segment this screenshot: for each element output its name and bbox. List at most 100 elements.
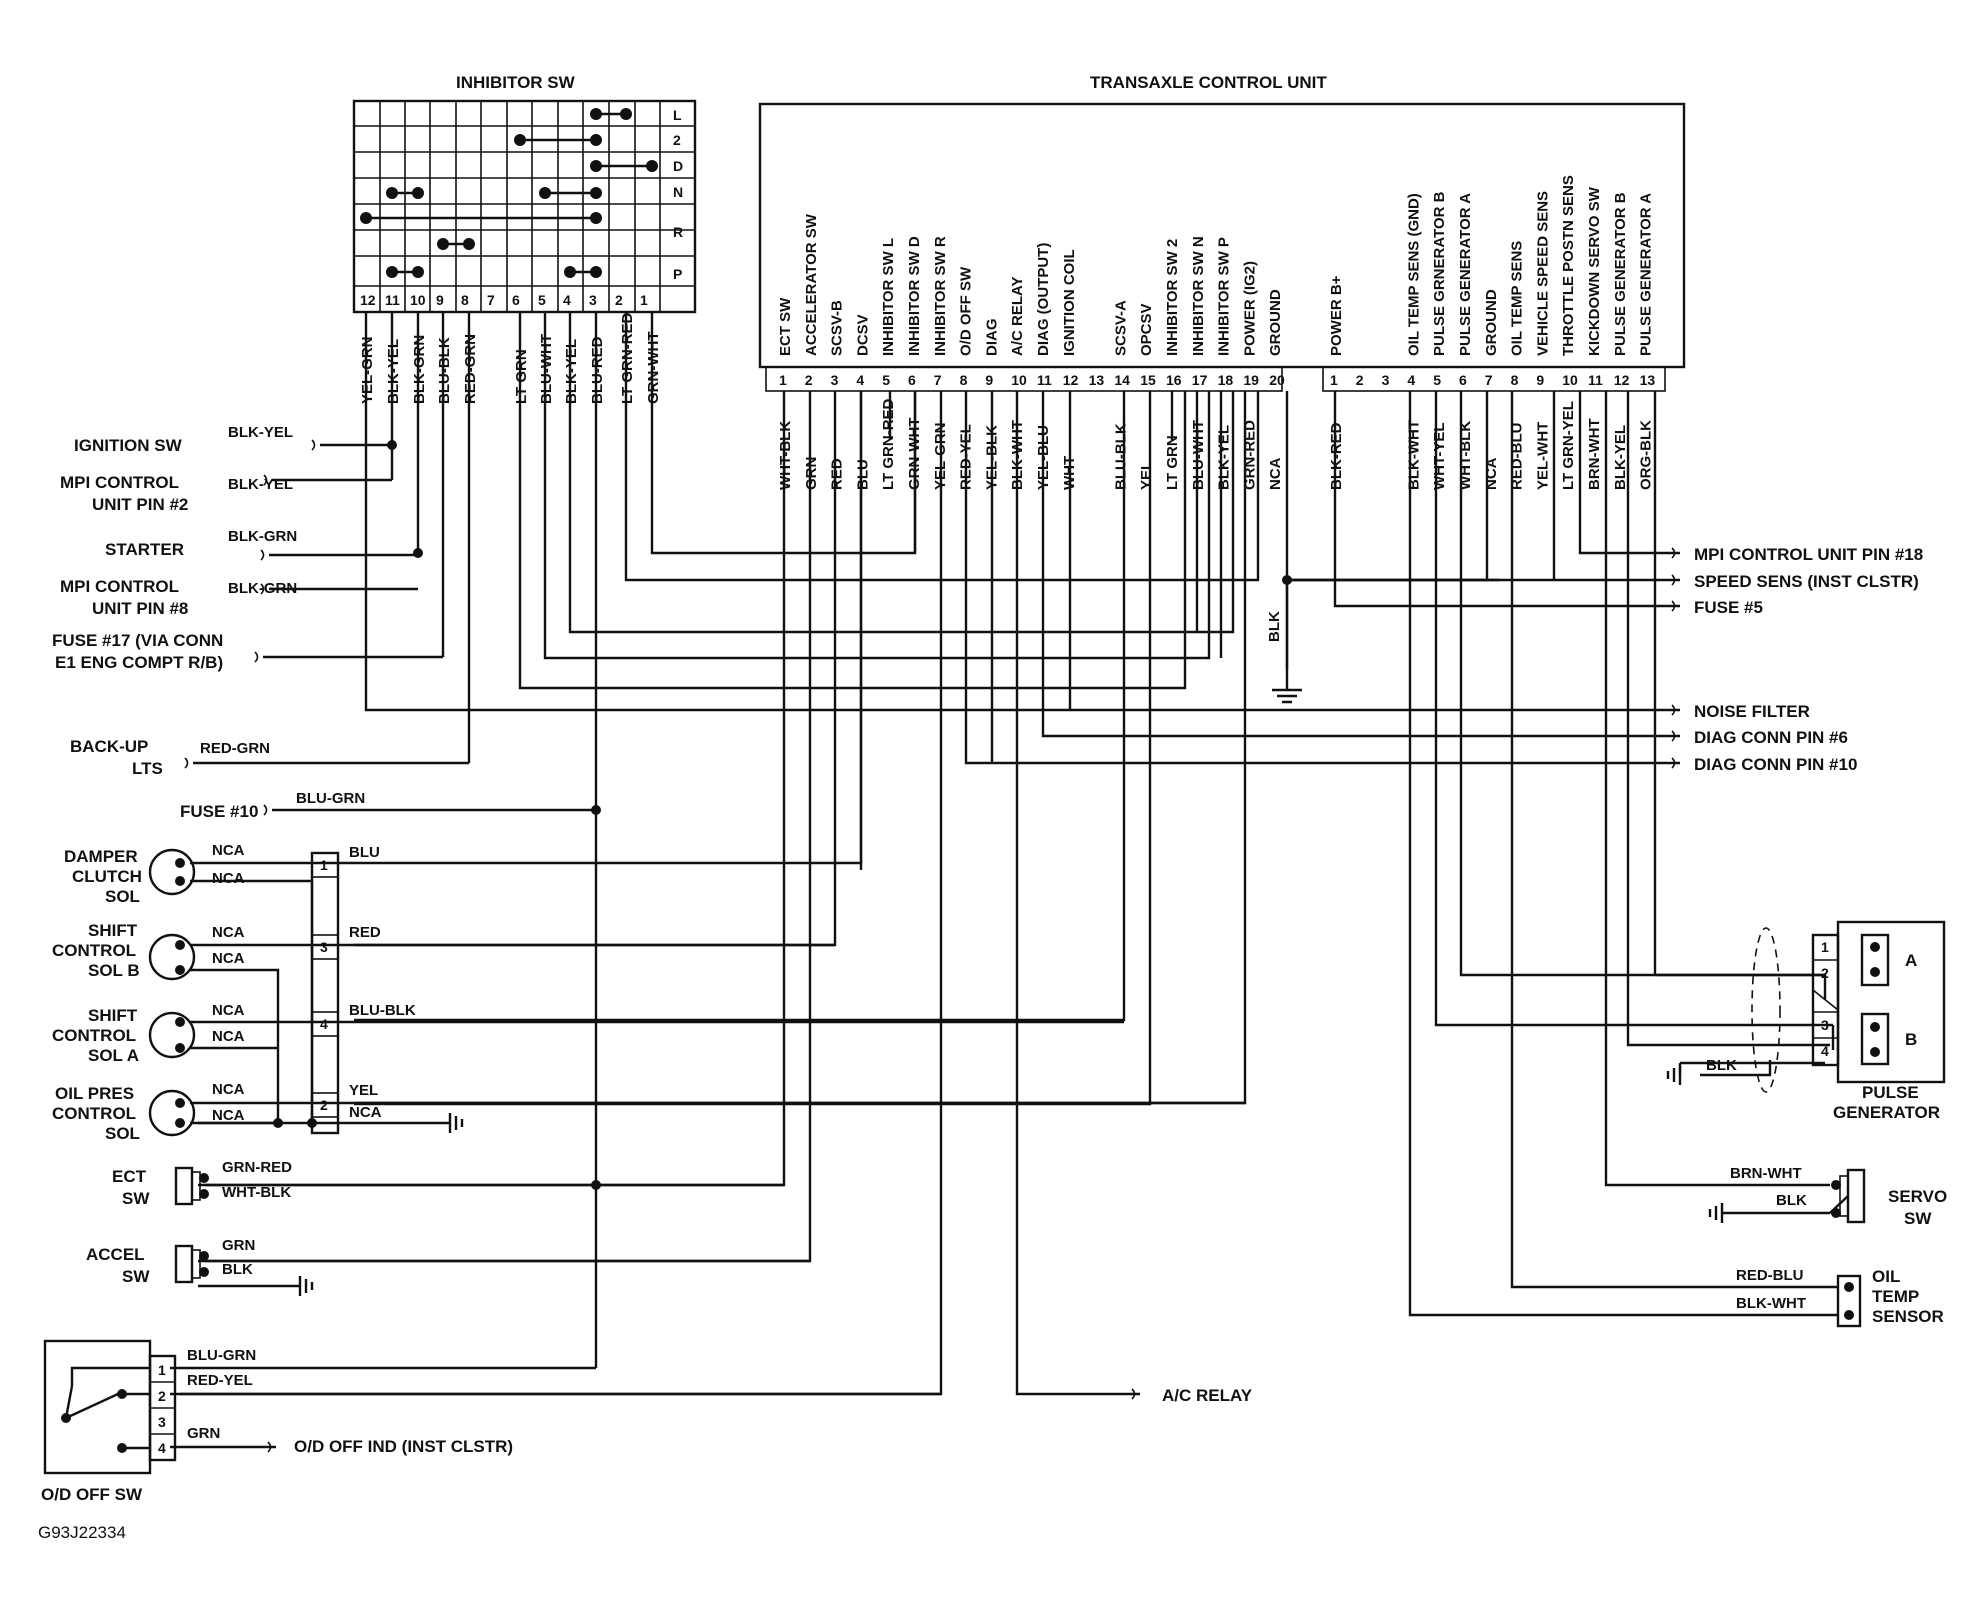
tcu-wire-label: WHT-BLK [777, 421, 794, 490]
od-pin-2: 2 [158, 1388, 166, 1404]
tcu-pin-1: 1 [779, 372, 787, 388]
ect-line1: ECT [112, 1167, 147, 1186]
inhibitor-wire-label: BLU-WHT [538, 334, 555, 404]
inhibitor-pin-1: 1 [640, 292, 648, 308]
damper-line3: SOL [105, 887, 140, 906]
pg-blk: BLK [1706, 1057, 1737, 1074]
oil-temp-sensor: OIL TEMP SENSOR RED-BLU BLK-WHT [1736, 1267, 1944, 1328]
tcu-wire-label: WHT-BLK [1457, 421, 1474, 490]
tcu-pin-18: 18 [1218, 372, 1234, 388]
tcu-wire-label: YEL-WHT [1534, 422, 1551, 490]
tcu-pin-9: 9 [985, 372, 993, 388]
inhibitor-position-L: L [673, 107, 682, 123]
tcu-function-label: DIAG (OUTPUT) [1035, 243, 1052, 356]
od-wire-blu-grn: BLU-GRN [187, 1347, 256, 1364]
tcu-pin-10: 10 [1562, 372, 1578, 388]
inhibitor-wire-label: RED-GRN [462, 334, 479, 404]
label-diag10: DIAG CONN PIN #10 [1694, 755, 1857, 774]
label-noise-filter: NOISE FILTER [1694, 702, 1810, 721]
tcu-wire-label: NCA [1483, 457, 1500, 490]
tcu-wire-label: BLK-YEL [1216, 425, 1233, 490]
nca-1b: NCA [212, 870, 245, 887]
od-pin-4: 4 [158, 1440, 166, 1456]
inhibitor-wire-label: BLU-BLK [436, 337, 453, 404]
servo-wire-blk: BLK [1776, 1192, 1807, 1209]
tcu-pin-2: 2 [1356, 372, 1364, 388]
wire-backup: RED-GRN [200, 740, 270, 757]
inhibitor-pin-3: 3 [589, 292, 597, 308]
od-pin-1: 1 [158, 1362, 166, 1378]
tcu-pin-6: 6 [908, 372, 916, 388]
junction-dots [273, 440, 1292, 1190]
label-starter: STARTER [105, 540, 184, 559]
ground-symbols [298, 670, 1830, 1296]
label-mpi8-2: UNIT PIN #8 [92, 599, 188, 618]
pg-pin-4: 4 [1821, 1043, 1829, 1059]
shiftb-line3: SOL B [88, 961, 140, 980]
tcu-pin-14: 14 [1114, 372, 1130, 388]
tcu-pin-9: 9 [1536, 372, 1544, 388]
tcu-function-label: KICKDOWN SERVO SW [1586, 186, 1603, 356]
solenoid-connector: 1 3 4 2 BLU RED BLU-BLK YEL NCA [310, 844, 416, 1135]
oilpres-line3: SOL [105, 1124, 140, 1143]
tcu-function-label: SCSV-B [829, 300, 846, 356]
pg-label-1: PULSE [1862, 1083, 1919, 1102]
tcu-wire-label: BRN-WHT [1586, 418, 1603, 490]
tcu-function-label: OPCSV [1138, 303, 1155, 356]
tcu-function-label: VEHICLE SPEED SENS [1534, 191, 1551, 356]
figure-id: G93J22334 [38, 1523, 126, 1542]
tcu-pin-5: 5 [882, 372, 890, 388]
damper-line1: DAMPER [64, 847, 138, 866]
sol-wire-nca: NCA [349, 1104, 382, 1121]
oilpres-line2: CONTROL [52, 1104, 136, 1123]
sol-wire-yel: YEL [349, 1082, 378, 1099]
oiltemp-line3: SENSOR [1872, 1307, 1944, 1326]
nca-4a: NCA [212, 1081, 245, 1098]
tcu-pin-7: 7 [1485, 372, 1493, 388]
sol-wire-blu-blk: BLU-BLK [349, 1002, 416, 1019]
tcu-functions-group2: POWER B+OIL TEMP SENS (GND)PULSE GRNERAT… [1328, 175, 1655, 356]
oil-pres-control-sol: NCA NCA OIL PRES CONTROL SOL [52, 1081, 245, 1143]
damper-line2: CLUTCH [72, 867, 142, 886]
tcu-pin-17: 17 [1192, 372, 1208, 388]
pg-b: B [1905, 1030, 1917, 1049]
label-fuse10: FUSE #10 [180, 802, 258, 821]
tcu-wire-label: BLU [854, 459, 871, 490]
inhibitor-position-P: P [673, 266, 682, 282]
label-mpi8-1: MPI CONTROL [60, 577, 179, 596]
tcu-pin-15: 15 [1140, 372, 1156, 388]
inhibitor-wire-label: BLK-GRN [411, 335, 428, 404]
tcu-wire-label: GRN [803, 457, 820, 490]
tcu-function-label: INHIBITOR SW 2 [1164, 239, 1181, 356]
nca-2b: NCA [212, 950, 245, 967]
inhibitor-position-R: R [673, 224, 683, 240]
pg-pin-3: 3 [1821, 1017, 1829, 1033]
inhibitor-wire-label: BLK-YEL [385, 339, 402, 404]
inhibitor-wire-label: LT GRN [513, 349, 530, 404]
tcu-pin-12: 12 [1614, 372, 1630, 388]
wiring [170, 312, 1838, 1449]
damper-clutch-solenoid: NCA NCA DAMPER CLUTCH SOL [64, 842, 245, 906]
inhibitor-pin-8: 8 [461, 292, 469, 308]
ect-switch: ECT SW GRN-RED WHT-BLK [112, 1159, 292, 1208]
tcu-pin-12: 12 [1063, 372, 1079, 388]
inhibitor-pin-12: 12 [360, 292, 376, 308]
inhibitor-pin-7: 7 [487, 292, 495, 308]
label-speed-sens: SPEED SENS (INST CLSTR) [1694, 572, 1919, 591]
tcu-pin-1: 1 [1330, 372, 1338, 388]
label-ac-relay: A/C RELAY [1162, 1386, 1253, 1405]
inhibitor-title: INHIBITOR SW [456, 73, 576, 92]
tcu-wire-label: BLK-RED [1328, 422, 1345, 490]
pg-pin-1: 1 [1821, 939, 1829, 955]
tcu-wire-label: NCA [1267, 457, 1284, 490]
shiftb-line2: CONTROL [52, 941, 136, 960]
tcu-function-label: OIL TEMP SENS (GND) [1405, 193, 1422, 356]
label-ignition-sw: IGNITION SW [74, 436, 183, 455]
label-backup-1: BACK-UP [70, 737, 148, 756]
label-mpi2-1: MPI CONTROL [60, 473, 179, 492]
tcu-function-label: INHIBITOR SW P [1216, 237, 1233, 356]
